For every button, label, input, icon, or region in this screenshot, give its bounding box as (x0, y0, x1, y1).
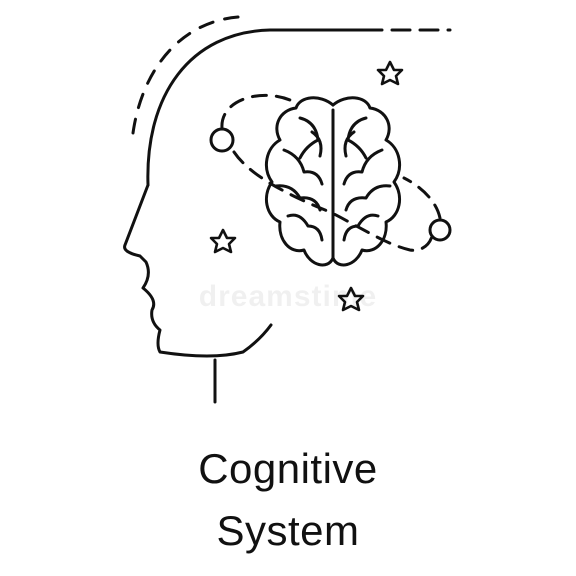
head-profile-icon (123, 15, 452, 404)
brain-icon (264, 96, 402, 267)
star-icon (209, 60, 404, 312)
caption-line-1: Cognitive (198, 445, 378, 492)
caption-line-2: System (216, 507, 360, 554)
watermark-text: dreamstime (198, 280, 378, 313)
orbit-icon (209, 93, 452, 252)
